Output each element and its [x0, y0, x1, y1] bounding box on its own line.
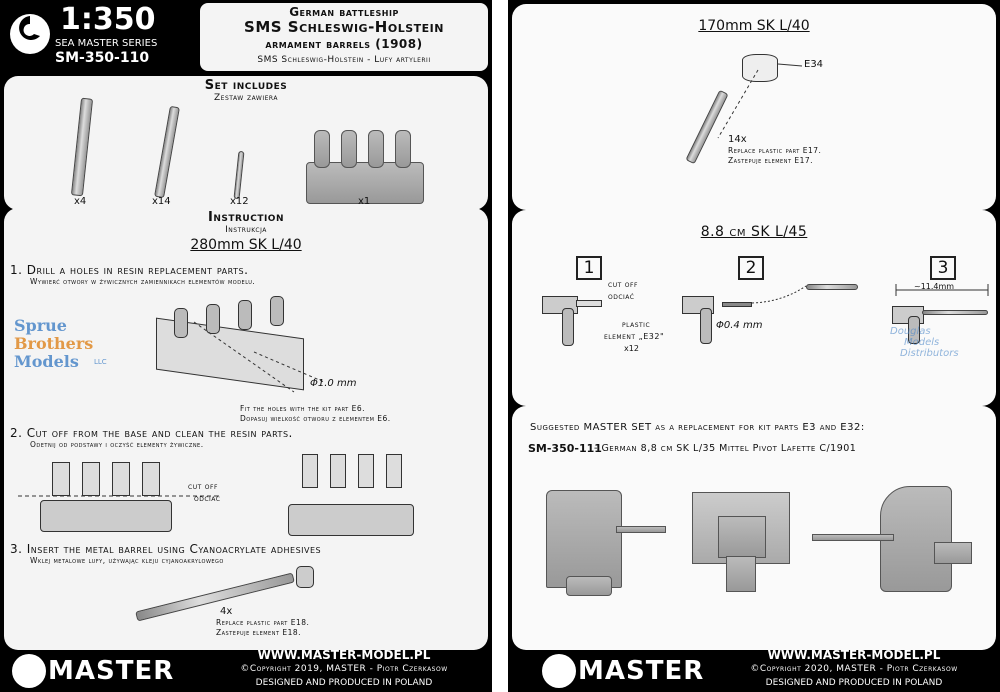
dmd-line1: Douglas — [890, 326, 931, 337]
cut-off-illustration-right — [286, 448, 416, 538]
watermark-line1: Sprue — [14, 316, 67, 335]
step-3-box: 3 — [930, 256, 956, 280]
qty-x12: x12 — [624, 344, 639, 353]
qty-14x: 14x — [728, 134, 747, 145]
step1-text-pl: Wywierć otwory w żywicznych zamiennikach… — [30, 277, 256, 286]
gun-88-step1 — [542, 280, 602, 350]
set-includes-subtitle: Zestaw zawiera — [214, 93, 278, 103]
master-logo-emblem — [8, 6, 52, 62]
suggest-code[interactable]: SM-350-111 — [528, 442, 602, 455]
gun-88-step2 — [682, 284, 858, 350]
dmd-line3: Distributors — [900, 348, 959, 359]
cut-off-label-88-pl: odciać — [608, 292, 635, 301]
insert-barrel-illustration — [114, 564, 324, 634]
step1-text: 1. Drill a holes in resin replacement pa… — [10, 263, 249, 277]
master-footer-logo-right: MASTER — [538, 654, 718, 688]
sprue-brothers-watermark: Sprue Brothers Models LLC — [14, 316, 114, 376]
replace-e17-pl: Zastepuje element E17. — [728, 156, 814, 165]
product-code: SM-350-110 — [55, 50, 150, 66]
title-panel: German battleship SMS Schleswig-Holstein… — [200, 3, 488, 71]
step3-text-pl: Wklej metalowe lufy, używając kleju cyja… — [30, 556, 224, 565]
instruction-title: Instruction — [207, 210, 284, 225]
footer-copyright-right: ©Copyright 2020, MASTER - Piotr Czerkaso… — [750, 664, 958, 674]
master-logo-icon — [12, 654, 46, 688]
set-includes-title: Set includes — [204, 78, 288, 93]
instruction-subtitle: Instrukcja — [225, 225, 267, 235]
watermark-line2: Brothers — [14, 334, 94, 353]
title-sub: SMS Schleswig-Holstein - Lufy artylerii — [257, 55, 431, 65]
section-170mm-panel: 170mm SK L/40 E34 14x Replace plastic pa… — [512, 4, 996, 210]
step2-text: 2. Cut off from the base and clean the r… — [10, 426, 293, 440]
suggest-note: Suggested MASTER SET as a replacement fo… — [530, 422, 865, 433]
step2-text-pl: Odetnij od podstawy i oczyść elementy ży… — [30, 440, 204, 449]
drill-diameter-04: Φ0.4 mm — [716, 320, 763, 331]
section-170mm-title: 170mm SK L/40 — [698, 18, 810, 34]
footer-made-in-right: DESIGNED AND PRODUCED IN POLAND — [765, 678, 943, 688]
footer-copyright: ©Copyright 2019, MASTER - Piotr Czerkaso… — [240, 664, 448, 674]
cut-off-label: cut off — [188, 482, 218, 491]
suggested-gun-photo-3 — [812, 486, 982, 606]
fit-note: Fit the holes with the kit part E6. — [240, 404, 366, 413]
dmd-line2: Models — [904, 337, 940, 348]
part-e34: E34 — [804, 59, 824, 70]
douglas-models-watermark: Douglas Models Distributors — [890, 326, 990, 366]
suggested-gun-photo-1 — [546, 490, 666, 600]
qty-barrel-170: x14 — [152, 196, 171, 207]
replace-e18-pl: Zastepuje element E18. — [216, 628, 302, 637]
section-88cm-panel: 8.8 cm SK L/45 1 2 3 cut off odciać plas… — [512, 210, 996, 406]
barrel-88mm-image — [233, 150, 245, 200]
plastic-element-label: plastic — [622, 320, 651, 329]
master-footer-logo: MASTER — [8, 654, 198, 688]
barrel-280mm-image — [70, 97, 94, 197]
step-1-box: 1 — [576, 256, 602, 280]
suggest-desc: - German 8,8 cm SK L/35 Mittel Pivot Laf… — [594, 443, 857, 454]
watermark-line3: Models — [14, 352, 79, 371]
step3-text: 3. Insert the metal barrel using Cyanoac… — [10, 542, 322, 556]
replace-e18: Replace plastic part E18. — [216, 618, 310, 627]
caliber-title: 280mm SK L/40 — [190, 237, 302, 253]
qty-resin-block: x1 — [358, 196, 371, 207]
left-instruction-page: 1:350 SEA MASTER SERIES SM-350-110 Germa… — [0, 0, 492, 692]
step3-qty: 4x — [220, 606, 233, 617]
cut-off-label-88: cut off — [608, 280, 638, 289]
series-label: SEA MASTER SERIES — [55, 38, 158, 49]
cut-off-illustration-left — [18, 458, 218, 534]
gun-88-step3 — [892, 280, 992, 344]
suggested-set-panel: Suggested MASTER SET as a replacement fo… — [512, 406, 996, 650]
drill-holes-illustration — [154, 292, 354, 402]
cut-off-label-pl: odciać — [194, 494, 221, 503]
barrel-170mm-image — [154, 105, 180, 199]
step-2-box: 2 — [738, 256, 764, 280]
scale-label: 1:350 — [60, 2, 156, 37]
right-instruction-page: 170mm SK L/40 E34 14x Replace plastic pa… — [508, 0, 1000, 692]
footer-brand-right: MASTER — [578, 656, 705, 686]
instruction-panel: Instruction Instrukcja 280mm SK L/40 1. … — [4, 208, 488, 650]
master-logo-icon-right — [542, 654, 576, 688]
title-line1: German battleship — [289, 5, 399, 19]
qty-barrel-88: x12 — [230, 196, 249, 207]
set-includes-panel: Set includes Zestaw zawiera x4 x14 x12 x… — [4, 76, 488, 210]
title-line3: armament barrels (1908) — [265, 37, 423, 51]
fit-note-pl: Dopasuj wielkość otworu z elementem E6. — [240, 414, 391, 423]
footer-brand: MASTER — [48, 656, 175, 686]
resin-turret-block-image — [306, 128, 424, 204]
replace-e17: Replace plastic part E17. — [728, 146, 822, 155]
plastic-element-e32: element „E32" — [604, 332, 665, 341]
drill-diameter: Φ1.0 mm — [310, 378, 357, 389]
footer-website[interactable]: WWW.MASTER-MODEL.PL — [257, 648, 431, 662]
qty-barrel-280: x4 — [74, 196, 87, 207]
title-line2: SMS Schleswig-Holstein — [244, 18, 444, 36]
suggested-gun-photo-2 — [688, 488, 808, 604]
footer-made-in: DESIGNED AND PRODUCED IN POLAND — [255, 678, 433, 688]
section-88cm-title: 8.8 cm SK L/45 — [700, 224, 808, 240]
footer-website-right[interactable]: WWW.MASTER-MODEL.PL — [767, 648, 941, 662]
barrel-length: ~11.4mm — [914, 282, 955, 291]
barrel-170mm-assembly — [662, 48, 822, 178]
watermark-llc: LLC — [94, 358, 107, 366]
